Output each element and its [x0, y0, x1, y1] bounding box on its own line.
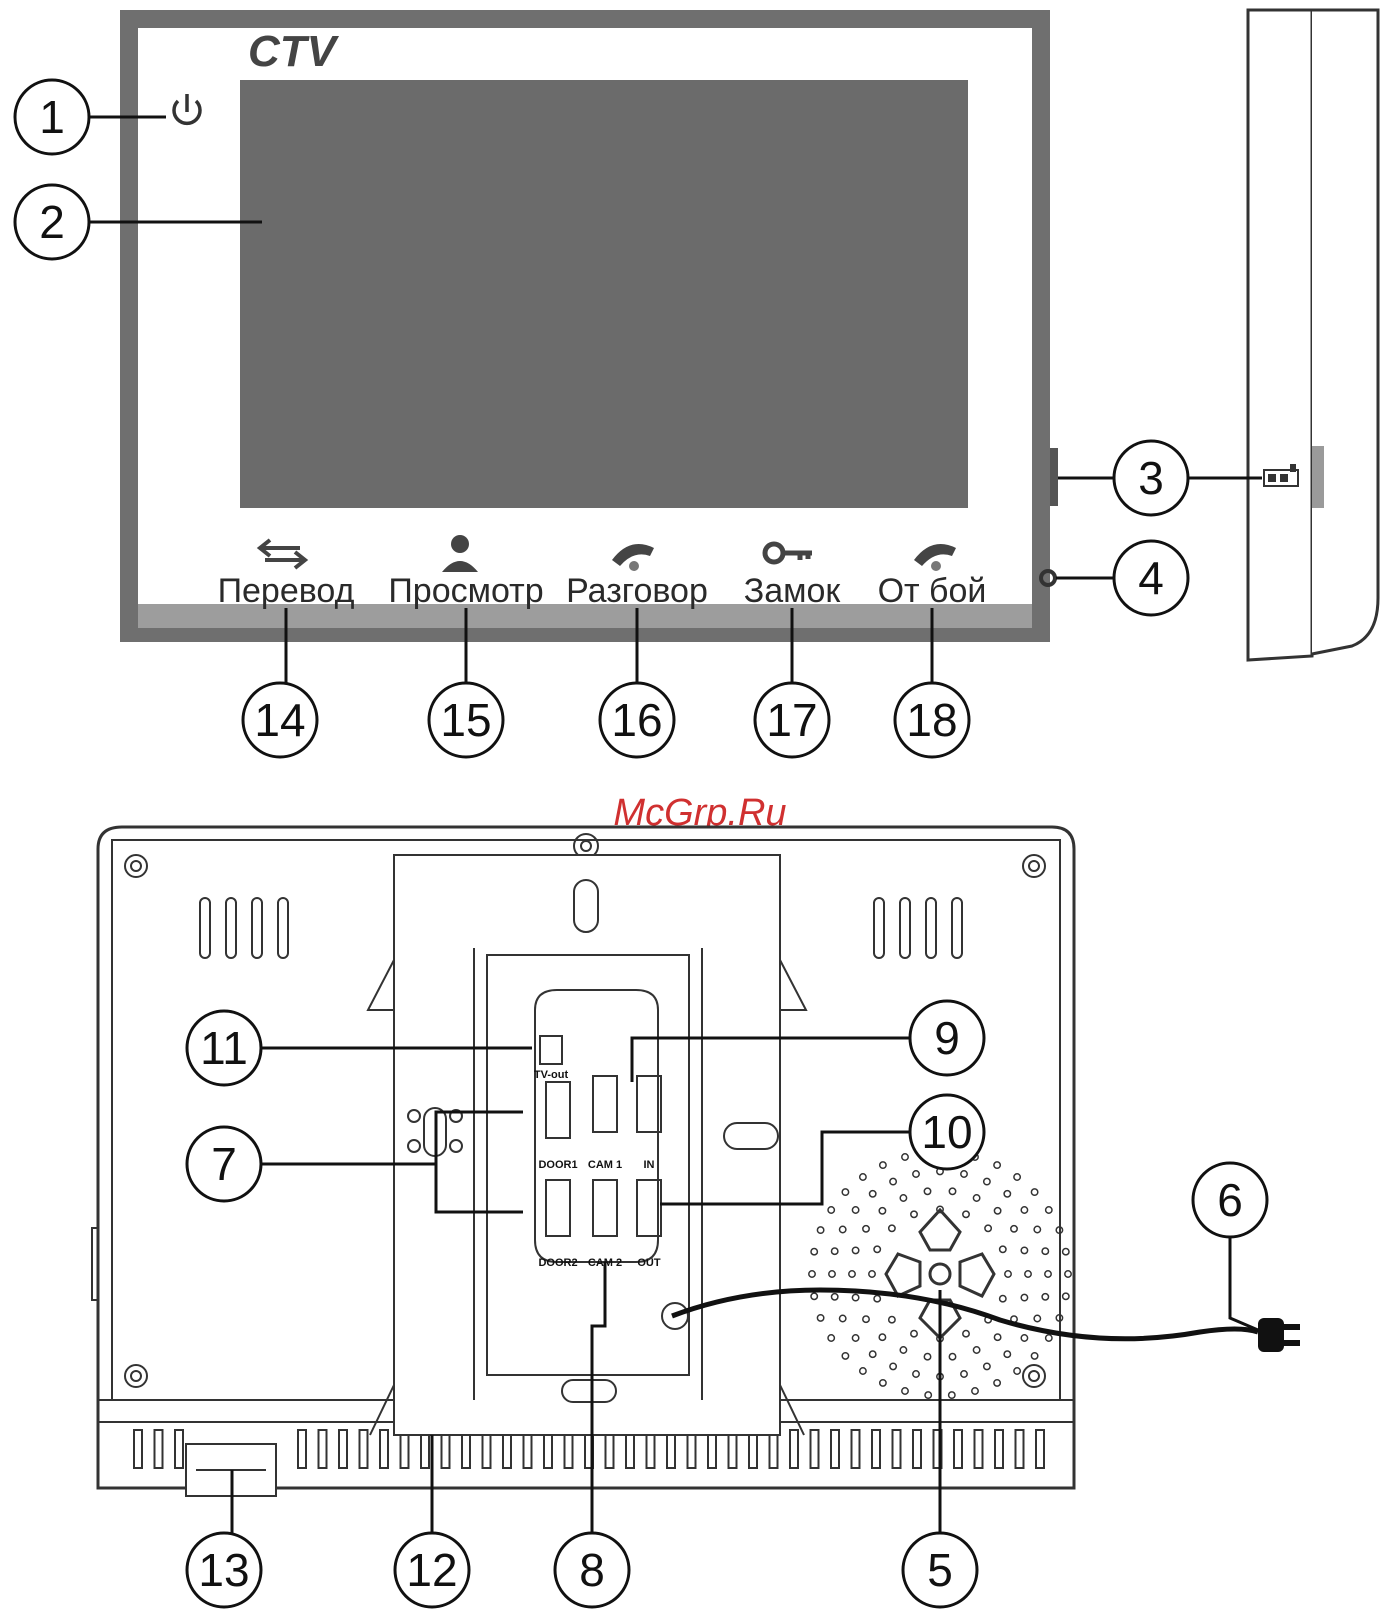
svg-text:7: 7 — [211, 1138, 237, 1190]
callout-12: 12 — [395, 1533, 469, 1607]
button-label-lock[interactable]: Замок — [744, 572, 842, 610]
svg-text:1: 1 — [39, 91, 65, 143]
callout-7: 7 — [187, 1127, 261, 1201]
svg-text:2: 2 — [39, 196, 65, 248]
callout-13: 13 — [187, 1533, 261, 1607]
callout-5: 5 — [903, 1533, 977, 1607]
port-label-tv-out: TV-out — [534, 1069, 569, 1081]
button-label-view[interactable]: Просмотр — [388, 572, 543, 610]
callout-9: 9 — [910, 1001, 984, 1075]
callout-18: 18 — [895, 683, 969, 757]
callout-17: 17 — [755, 683, 829, 757]
svg-text:12: 12 — [406, 1544, 457, 1596]
callout-14: 14 — [243, 683, 317, 757]
callout-8: 8 — [555, 1533, 629, 1607]
callout-3: 3 — [1114, 441, 1188, 515]
callout-10: 10 — [910, 1095, 984, 1169]
svg-text:17: 17 — [766, 694, 817, 746]
svg-text:18: 18 — [906, 694, 957, 746]
button-label-talk[interactable]: Разговор — [566, 572, 708, 610]
svg-text:11: 11 — [200, 1022, 248, 1074]
svg-text:9: 9 — [934, 1012, 960, 1064]
callout-16: 16 — [600, 683, 674, 757]
callout-1: 1 — [15, 80, 89, 154]
svg-text:13: 13 — [198, 1544, 249, 1596]
callout-11: 11 — [187, 1011, 261, 1085]
front-view: CTV Перевод — [120, 10, 1058, 642]
button-label-transfer[interactable]: Перевод — [218, 572, 355, 610]
svg-text:15: 15 — [440, 694, 491, 746]
rear-view: TV-out DOOR1 CAM 1 IN DOOR2 CAM 2 OUT — [92, 827, 1300, 1496]
callout-6: 6 — [1193, 1163, 1267, 1237]
side-switch[interactable] — [1050, 448, 1058, 506]
svg-text:5: 5 — [927, 1544, 953, 1596]
callout-4: 4 — [1114, 541, 1188, 615]
power-plug — [1258, 1318, 1300, 1352]
svg-text:4: 4 — [1138, 552, 1164, 604]
svg-text:8: 8 — [579, 1544, 605, 1596]
port-label-door1: DOOR1 — [538, 1159, 577, 1171]
port-label-cam1: CAM 1 — [588, 1159, 622, 1171]
svg-text:3: 3 — [1138, 452, 1164, 504]
button-label-hangup[interactable]: От бой — [878, 572, 987, 610]
side-switch-tab — [1312, 446, 1324, 508]
svg-text:10: 10 — [921, 1106, 972, 1158]
callout-2: 2 — [15, 185, 89, 259]
svg-text:16: 16 — [611, 694, 662, 746]
brand-logo: CTV — [248, 27, 340, 76]
screen — [240, 80, 968, 508]
svg-text:14: 14 — [254, 694, 305, 746]
side-view — [1248, 10, 1378, 660]
port-label-in: IN — [644, 1159, 655, 1171]
port-label-door2: DOOR2 — [538, 1257, 577, 1269]
svg-text:6: 6 — [1217, 1174, 1243, 1226]
callout-15: 15 — [429, 683, 503, 757]
port-label-out: OUT — [637, 1257, 661, 1269]
